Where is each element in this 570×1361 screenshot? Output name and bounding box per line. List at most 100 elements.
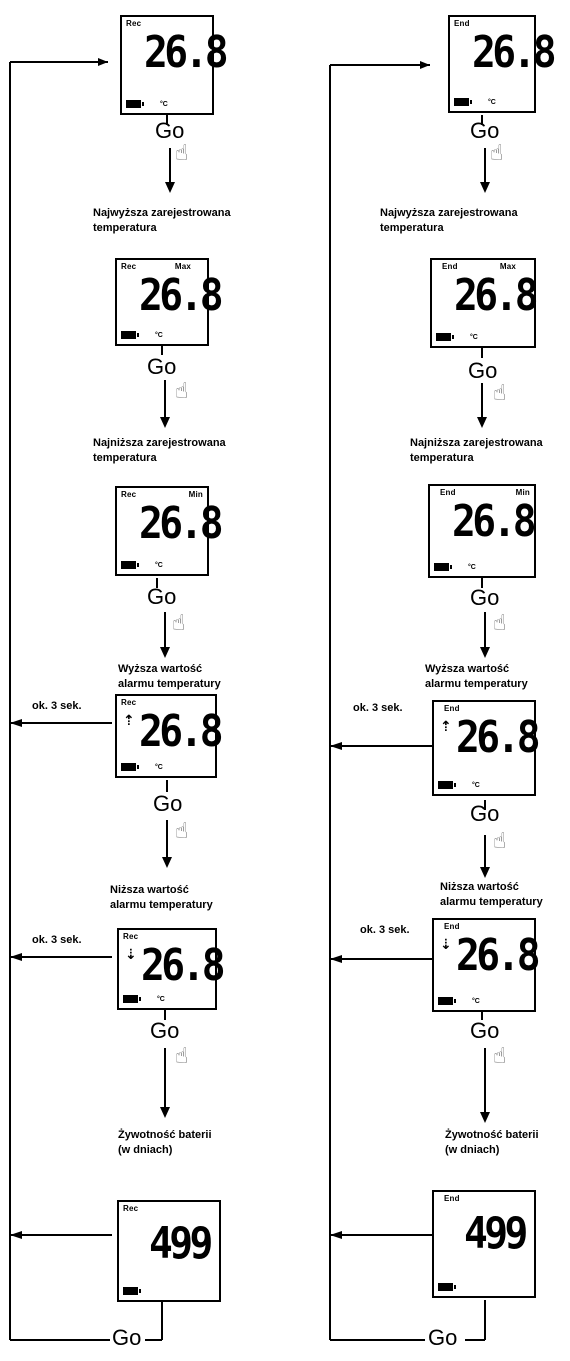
unit-label: °C (472, 998, 480, 1005)
unit-label: °C (157, 996, 165, 1003)
unit-label: °C (155, 764, 163, 771)
temperature-readout: 26.8 (139, 706, 224, 757)
unit-label: °C (488, 99, 496, 106)
go-button[interactable]: Go (147, 354, 177, 379)
temperature-readout: 26.8 (452, 496, 537, 547)
mode-tag: Rec (123, 1204, 139, 1213)
arrow-down-icon: ⇣ (125, 946, 137, 962)
caption-min: Najniższa zarejestrowana temperatura (410, 437, 543, 464)
battery-icon (436, 333, 454, 341)
hold-label: ok. 3 sek. (353, 702, 403, 714)
flow-lines (329, 61, 490, 1341)
go-button[interactable]: Go (147, 584, 177, 609)
lcd-screen-high-alarm: End ⇡ 26.8 °C (432, 700, 541, 796)
lcd-screen-max: Rec Max 26.8 °C (115, 258, 224, 346)
battery-icon (434, 563, 452, 571)
mode-tag: End (444, 922, 460, 931)
arrow-up-icon: ⇡ (440, 718, 452, 734)
unit-label: °C (468, 564, 476, 571)
go-button[interactable]: Go (153, 791, 183, 816)
battery-icon (121, 331, 139, 339)
mode-tag: End (444, 704, 460, 713)
battery-icon (438, 781, 456, 789)
battery-icon (126, 100, 144, 108)
caption-high-alarm: Wyższa wartość alarmu temperatury (118, 663, 221, 690)
unit-label: °C (160, 101, 168, 108)
caption-high-alarm: Wyższa wartość alarmu temperatury (425, 663, 528, 690)
lcd-screen-min: End Min 26.8 °C (428, 484, 537, 578)
hold-label: ok. 3 sek. (360, 924, 410, 936)
unit-label: °C (472, 782, 480, 789)
go-button[interactable]: Go (155, 118, 185, 143)
unit-label: °C (155, 332, 163, 339)
unit-label: °C (155, 562, 163, 569)
pointing-hand-icon: ☝ (175, 140, 189, 165)
caption-low-alarm: Niższa wartość alarmu temperatury (440, 881, 543, 908)
battery-icon (123, 1287, 141, 1295)
unit-label: °C (470, 334, 478, 341)
pointing-hand-icon: ☝ (493, 1043, 507, 1068)
lcd-screen-min: Rec Min 26.8 °C (115, 486, 224, 576)
pointing-hand-icon: ☝ (493, 380, 507, 405)
battery-icon (121, 763, 139, 771)
hold-label: ok. 3 sek. (32, 700, 82, 712)
mode-tag: End (454, 19, 470, 28)
caption-min: Najniższa zarejestrowana temperatura (93, 437, 226, 464)
battery-days-readout: 499 (464, 1208, 528, 1259)
go-button[interactable]: Go (112, 1325, 142, 1350)
min-tag: Min (188, 490, 203, 499)
pointing-hand-icon: ☝ (490, 140, 504, 165)
battery-icon (438, 997, 456, 1005)
mode-tag: End (444, 1194, 460, 1203)
max-tag: Max (174, 262, 191, 271)
mode-tag: Rec (121, 490, 137, 499)
pointing-hand-icon: ☝ (175, 818, 189, 843)
hold-label: ok. 3 sek. (32, 934, 82, 946)
go-button[interactable]: Go (428, 1325, 458, 1350)
pointing-hand-icon: ☝ (175, 1043, 189, 1068)
caption-max: Najwyższa zarejestrowana temperatura (380, 207, 518, 234)
lcd-screen-current: End 26.8 °C (448, 15, 557, 113)
temperature-readout: 26.8 (472, 27, 557, 78)
battery-icon (454, 98, 472, 106)
battery-icon (123, 995, 141, 1003)
go-button[interactable]: Go (468, 358, 498, 383)
go-button[interactable]: Go (150, 1018, 180, 1043)
battery-icon (121, 561, 139, 569)
pointing-hand-icon: ☝ (175, 378, 189, 403)
lcd-screen-high-alarm: Rec ⇡ 26.8 °C (115, 694, 224, 778)
pointing-hand-icon: ☝ (493, 828, 507, 853)
pointing-hand-icon: ☝ (172, 610, 186, 635)
mode-tag: End (442, 262, 458, 271)
flow-lines (9, 58, 175, 1341)
mode-tag: Rec (121, 698, 137, 707)
temperature-readout: 26.8 (456, 712, 541, 763)
column-rec: Rec 26.8 °C Go ☝ Najwyższa zarejestrowan… (9, 15, 231, 1350)
caption-battery: Żywotność baterii (w dniach) (445, 1129, 539, 1156)
go-button[interactable]: Go (470, 118, 500, 143)
lcd-screen-max: End Max 26.8 °C (430, 258, 539, 348)
temperature-readout: 26.8 (139, 498, 224, 549)
lcd-screen-battery: Rec 499 (117, 1200, 221, 1302)
column-end: End 26.8 °C Go ☝ Najwyższa zarejestrowan… (285, 0, 570, 1361)
lcd-screen-battery: End 499 (432, 1190, 536, 1298)
temperature-readout: 26.8 (141, 940, 226, 991)
caption-battery: Żywotność baterii (w dniach) (118, 1129, 212, 1156)
battery-icon (438, 1283, 456, 1291)
battery-days-readout: 499 (149, 1218, 213, 1269)
arrow-down-icon: ⇣ (440, 936, 452, 952)
pointing-hand-icon: ☝ (493, 610, 507, 635)
go-button[interactable]: Go (470, 801, 500, 826)
lcd-screen-current: Rec 26.8 °C (120, 15, 229, 115)
go-button[interactable]: Go (470, 585, 500, 610)
go-button[interactable]: Go (470, 1018, 500, 1043)
caption-max: Najwyższa zarejestrowana temperatura (93, 207, 231, 234)
mode-tag: Rec (121, 262, 137, 271)
mode-tag: Rec (126, 19, 142, 28)
caption-low-alarm: Niższa wartość alarmu temperatury (110, 884, 213, 911)
temperature-readout: 26.8 (139, 270, 224, 321)
lcd-screen-low-alarm: Rec ⇣ 26.8 °C (117, 928, 226, 1010)
arrow-up-icon: ⇡ (123, 712, 135, 728)
temperature-readout: 26.8 (454, 270, 539, 321)
temperature-readout: 26.8 (456, 930, 541, 981)
